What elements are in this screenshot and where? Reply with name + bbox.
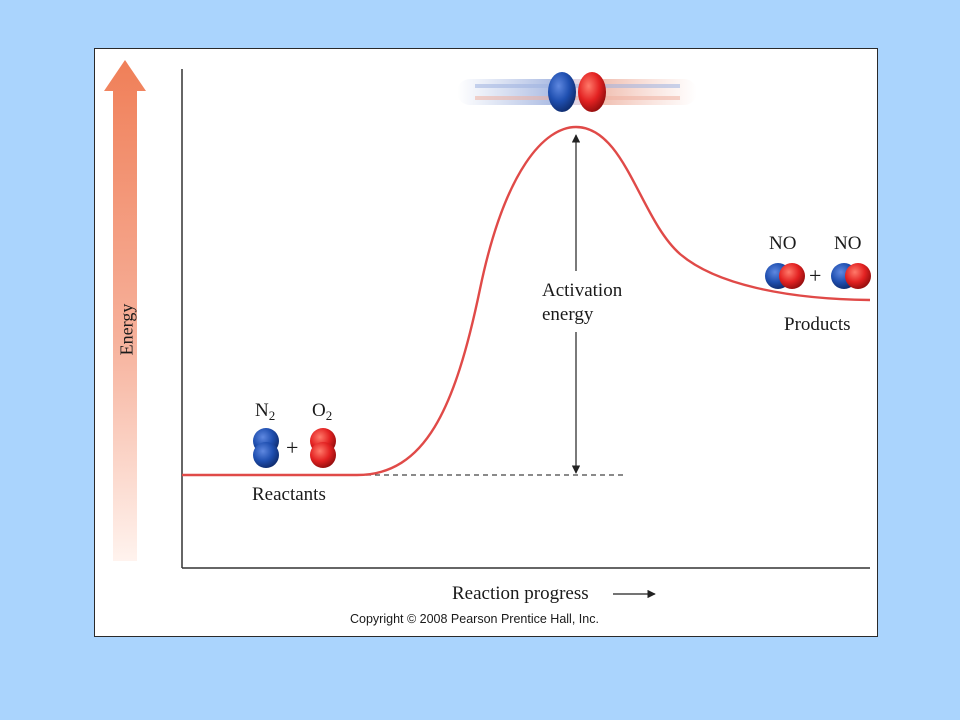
reactants-plus-sign: + [286,435,299,460]
no-formula-2: NO [834,233,862,254]
no-molecule-icon-2 [831,263,871,289]
activation-energy-label-line1: Activation [542,280,623,301]
transition-state-molecule [457,72,697,112]
no-formula-1: NO [769,233,797,254]
reactants-label: Reactants [252,484,326,505]
diagram-panel: Energy N2 O2 + Reactants NO NO + Product… [94,48,878,637]
o2-formula: O2 [312,400,333,423]
reaction-energy-curve [182,125,871,477]
products-label: Products [784,314,851,335]
energy-diagram [104,60,871,599]
activation-energy-label-line2: energy [542,304,594,325]
n2-molecule-icon [253,428,279,468]
energy-arrow-shape [104,60,146,561]
energy-axis-title: Energy [116,303,137,356]
o2-molecule-icon [310,428,336,468]
x-axis-title: Reaction progress [452,583,589,604]
products-plus-sign: + [809,263,822,288]
n2-formula: N2 [255,400,276,423]
copyright-notice: Copyright © 2008 Pearson Prentice Hall, … [350,612,599,626]
no-molecule-icon-1 [765,263,805,289]
